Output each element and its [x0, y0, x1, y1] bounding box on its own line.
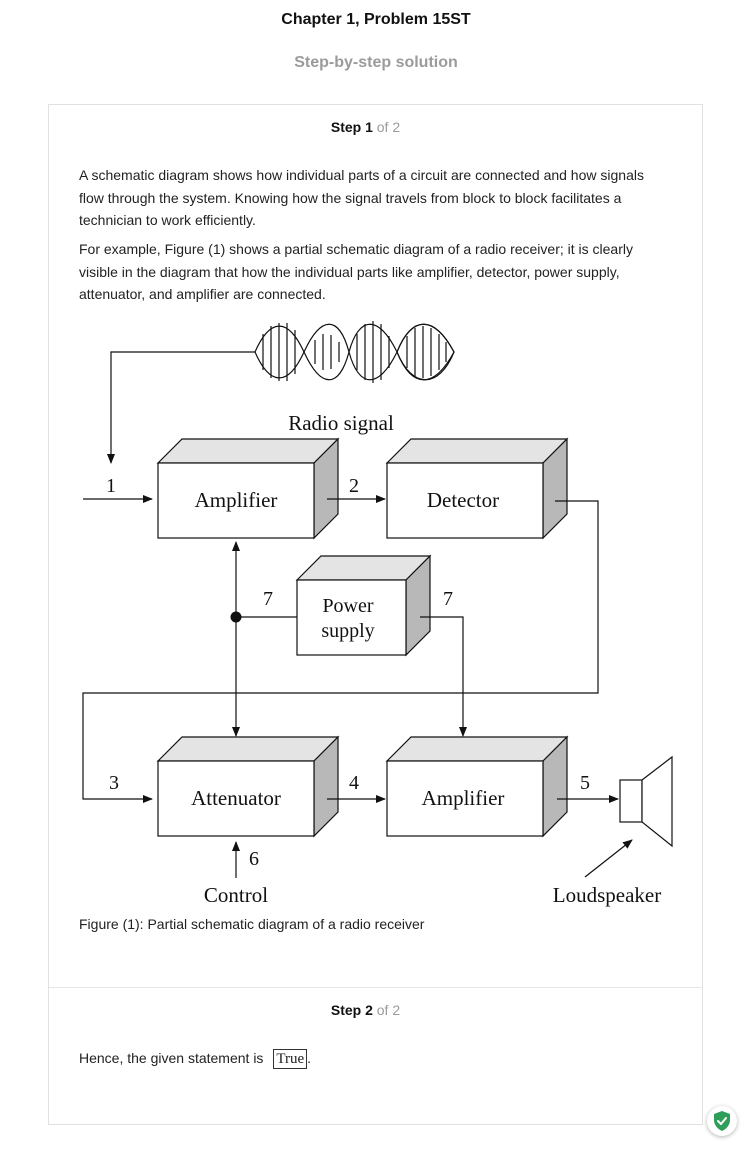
power-supply-block	[295, 554, 432, 657]
amplifier-2-block	[385, 735, 569, 838]
answer-period: .	[307, 1050, 312, 1066]
answer-text: Hence, the given statement is	[79, 1050, 264, 1066]
amplifier-2-label: Amplifier	[422, 786, 505, 810]
radio-signal-label: Radio signal	[288, 411, 394, 435]
step-1-count: of 2	[376, 119, 401, 135]
detector-label: Detector	[427, 488, 499, 512]
loudspeaker-pointer	[584, 839, 633, 878]
radio-receiver-diagram: Radio signal 1 Amplifier 2 Detector 3	[82, 321, 673, 907]
page-subtitle: Step-by-step solution	[294, 54, 458, 71]
step-2-label: Step 2	[330, 1002, 373, 1018]
security-badge[interactable]	[707, 1106, 737, 1136]
attenuator-label: Attenuator	[191, 786, 281, 810]
node-5-label: 5	[580, 772, 590, 794]
shield-check-icon	[714, 1111, 730, 1131]
loudspeaker-label: Loudspeaker	[553, 883, 661, 907]
step-1-paragraph-1: A schematic diagram shows how individual…	[79, 167, 644, 228]
page-title: Chapter 1, Problem 15ST	[281, 11, 471, 28]
node-4-label: 4	[349, 772, 359, 794]
node-1-label: 1	[106, 475, 116, 497]
attenuator-block	[156, 735, 340, 838]
step-divider	[49, 987, 702, 988]
node-7b-label: 7	[443, 588, 453, 610]
step-1-paragraph-2: For example, Figure (1) shows a partial …	[79, 241, 633, 302]
solution-card: Step 1 of 2 A schematic diagram shows ho…	[48, 104, 703, 1125]
amplifier-1-label: Amplifier	[195, 488, 278, 512]
wire-3-loop	[82, 500, 599, 803]
signal-feed-wire	[107, 351, 255, 464]
power-wire-right	[420, 616, 467, 737]
loudspeaker-icon	[619, 755, 673, 848]
power-supply-label-1: Power	[322, 595, 373, 617]
step-1-label: Step 1	[330, 119, 373, 135]
step-2-count: of 2	[376, 1002, 401, 1018]
step-2-answer: Hence, the given statement is True.	[79, 1049, 311, 1069]
node-6-label: 6	[249, 848, 259, 870]
control-label: Control	[204, 883, 268, 907]
node-7a-label: 7	[263, 588, 273, 610]
detector-block	[385, 437, 569, 540]
step-2-header: Step 2 of 2	[49, 1002, 682, 1018]
node-2-label: 2	[349, 475, 359, 497]
node-3-label: 3	[109, 772, 119, 794]
amplifier-1-block	[156, 437, 340, 540]
radio-signal-waveform	[254, 321, 455, 383]
answer-box: True	[273, 1049, 308, 1069]
figure-caption: Figure (1): Partial schematic diagram of…	[79, 916, 425, 932]
step-1-header: Step 1 of 2	[49, 119, 682, 135]
power-supply-label-2: supply	[321, 620, 374, 642]
